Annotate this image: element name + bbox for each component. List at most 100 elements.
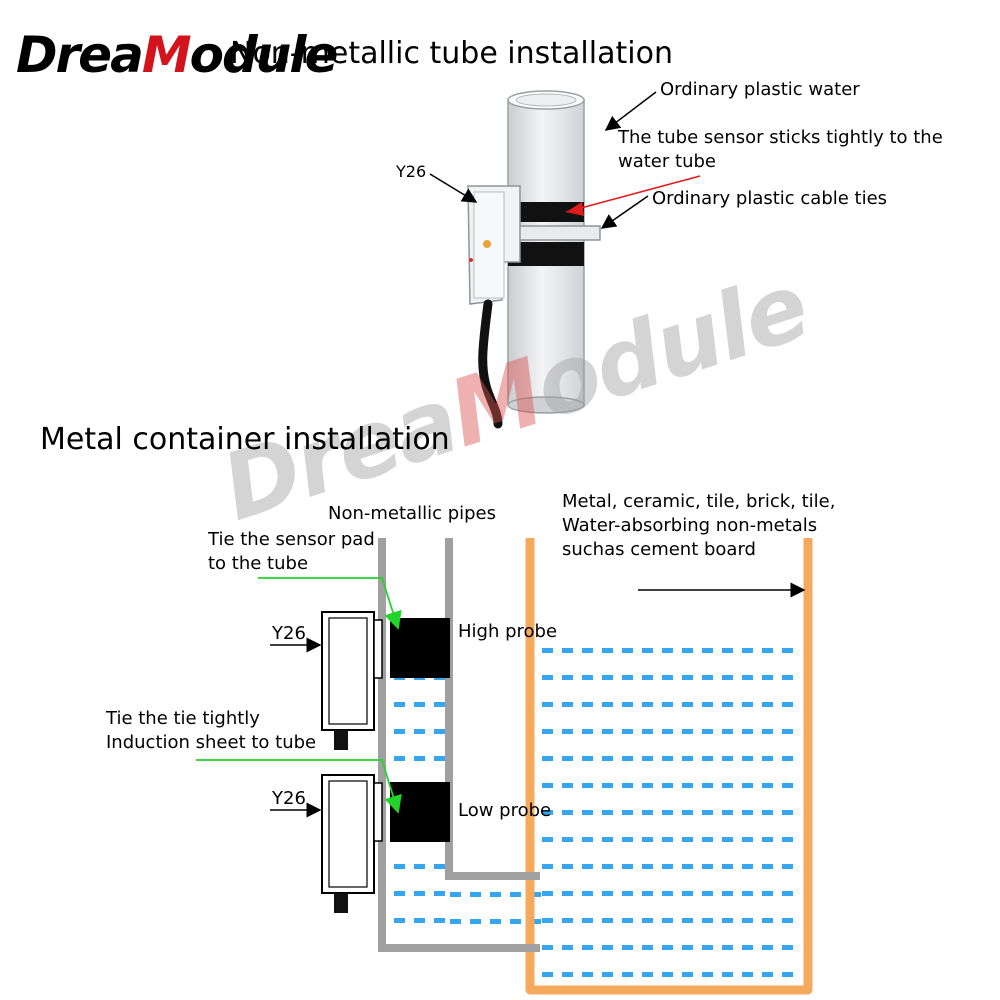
arrow-sensor-stick-head bbox=[566, 202, 584, 216]
water-dash bbox=[722, 648, 733, 653]
arrow-sensor-stick bbox=[565, 175, 701, 213]
water-dash bbox=[662, 945, 673, 950]
water-dash bbox=[682, 810, 693, 815]
water-dash bbox=[762, 918, 773, 923]
water-dash bbox=[542, 702, 553, 707]
water-dash bbox=[662, 756, 673, 761]
water-dash bbox=[742, 783, 753, 788]
water-dash bbox=[702, 891, 713, 896]
water-dash bbox=[602, 648, 613, 653]
water-dash bbox=[530, 892, 541, 897]
water-dash bbox=[582, 891, 593, 896]
label-y26-low: Y26 bbox=[272, 788, 306, 809]
label-tie-tight-2: Induction sheet to tube bbox=[106, 732, 317, 753]
water-dash bbox=[582, 918, 593, 923]
label-sensor-sticks-1: The tube sensor sticks tightly to the bbox=[618, 127, 943, 148]
water-dash bbox=[470, 919, 481, 924]
water-dash bbox=[782, 918, 793, 923]
label-y26-high: Y26 bbox=[272, 623, 306, 644]
low-probe-sensor bbox=[321, 774, 383, 913]
water-dash bbox=[642, 891, 653, 896]
water-dash bbox=[722, 783, 733, 788]
water-dash bbox=[762, 837, 773, 842]
label-low-probe: Low probe bbox=[458, 800, 552, 821]
water-dash bbox=[562, 729, 573, 734]
water-dash bbox=[642, 918, 653, 923]
water-dash bbox=[682, 675, 693, 680]
water-dash bbox=[394, 891, 405, 896]
label-cable-ties: Ordinary plastic cable ties bbox=[652, 188, 888, 209]
label-metal-1: Metal, ceramic, tile, brick, tile, bbox=[562, 491, 836, 512]
water-dash bbox=[394, 702, 405, 707]
water-dash bbox=[662, 810, 673, 815]
water-dash bbox=[434, 891, 445, 896]
water-dash bbox=[722, 729, 733, 734]
water-dash bbox=[642, 810, 653, 815]
sensor-cable bbox=[478, 299, 503, 429]
water-dash bbox=[762, 675, 773, 680]
water-dash bbox=[450, 892, 461, 897]
water-dash bbox=[742, 972, 753, 977]
water-dash bbox=[562, 972, 573, 977]
water-dash bbox=[602, 810, 613, 815]
water-dash bbox=[702, 783, 713, 788]
label-metal-3: suchas cement board bbox=[562, 539, 756, 560]
water-dash bbox=[682, 837, 693, 842]
water-dash bbox=[622, 810, 633, 815]
water-dash bbox=[622, 945, 633, 950]
water-dash bbox=[662, 648, 673, 653]
water-dash bbox=[542, 729, 553, 734]
water-dash bbox=[662, 864, 673, 869]
water-dash bbox=[602, 864, 613, 869]
water-dash bbox=[542, 756, 553, 761]
water-dash bbox=[702, 729, 713, 734]
water-dash bbox=[602, 702, 613, 707]
water-dash bbox=[642, 756, 653, 761]
water-dash bbox=[394, 864, 405, 869]
water-dash bbox=[434, 918, 445, 923]
water-dash bbox=[702, 945, 713, 950]
water-dash bbox=[622, 648, 633, 653]
water-dash bbox=[530, 919, 541, 924]
arrow-y26-top bbox=[429, 173, 478, 203]
arrow-plastic-water bbox=[604, 91, 657, 131]
water-dash bbox=[602, 837, 613, 842]
water-dash bbox=[762, 891, 773, 896]
water-dash bbox=[582, 756, 593, 761]
water-dash bbox=[722, 702, 733, 707]
water-dash bbox=[682, 945, 693, 950]
water-dash bbox=[622, 837, 633, 842]
water-dash bbox=[682, 972, 693, 977]
water-dash bbox=[642, 783, 653, 788]
water-dash bbox=[722, 972, 733, 977]
water-dash bbox=[602, 918, 613, 923]
water-dash bbox=[762, 810, 773, 815]
water-dash bbox=[602, 972, 613, 977]
water-dash bbox=[782, 702, 793, 707]
water-dash bbox=[582, 945, 593, 950]
water-dash bbox=[742, 945, 753, 950]
water-dash bbox=[702, 972, 713, 977]
water-dash bbox=[742, 810, 753, 815]
water-dash bbox=[582, 864, 593, 869]
water-dash bbox=[642, 675, 653, 680]
brand-logo: DreaModule bbox=[16, 26, 338, 84]
water-dash bbox=[662, 675, 673, 680]
water-dash bbox=[782, 837, 793, 842]
water-dash bbox=[722, 810, 733, 815]
water-dash bbox=[542, 945, 553, 950]
water-dash bbox=[662, 891, 673, 896]
water-dash bbox=[722, 891, 733, 896]
water-dash bbox=[602, 675, 613, 680]
water-dash bbox=[722, 675, 733, 680]
water-dash bbox=[742, 756, 753, 761]
y26-sensor-top bbox=[467, 185, 521, 305]
water-dash bbox=[602, 891, 613, 896]
water-dash bbox=[562, 918, 573, 923]
water-dash bbox=[562, 756, 573, 761]
water-dash bbox=[602, 729, 613, 734]
water-dash bbox=[582, 783, 593, 788]
water-dash bbox=[602, 783, 613, 788]
water-dash bbox=[682, 729, 693, 734]
water-dash bbox=[662, 837, 673, 842]
